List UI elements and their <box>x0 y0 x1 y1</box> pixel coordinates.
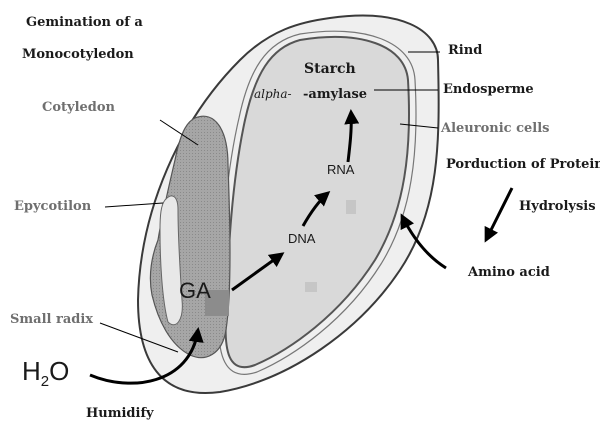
label-amino-acid: Amino acid <box>468 266 550 279</box>
label-amylase: -amylase <box>303 88 367 101</box>
starch-patch-2 <box>305 282 317 292</box>
label-rind: Rind <box>448 44 482 57</box>
h2o-o: O <box>49 356 69 386</box>
label-hydrolysis: Hydrolysis <box>519 200 596 213</box>
label-epicotyl: Epycotilon <box>14 200 91 213</box>
label-alpha: alpha- <box>254 88 292 100</box>
label-ga: GA <box>179 280 211 302</box>
diagram-title-line1: Gemination of a <box>26 16 143 29</box>
label-rna: RNA <box>327 163 354 176</box>
label-dna: DNA <box>288 232 315 245</box>
h2o-subscript: 2 <box>41 373 49 390</box>
label-humidify: Humidify <box>86 407 154 420</box>
label-small-radix: Small radix <box>10 313 93 326</box>
label-starch: Starch <box>304 62 356 76</box>
label-endosperm: Endosperme <box>443 83 534 96</box>
label-protein-production: Porduction of Protein <box>446 158 600 171</box>
h2o-h: H <box>22 356 41 386</box>
starch-patch <box>346 200 356 214</box>
label-aleuronic-cells: Aleuronic cells <box>441 122 549 135</box>
diagram-title-line2: Monocotyledon <box>22 48 134 61</box>
arrow-hydrolysis <box>486 188 512 240</box>
label-h2o: H2O <box>22 358 69 389</box>
label-cotyledon: Cotyledon <box>42 101 115 114</box>
